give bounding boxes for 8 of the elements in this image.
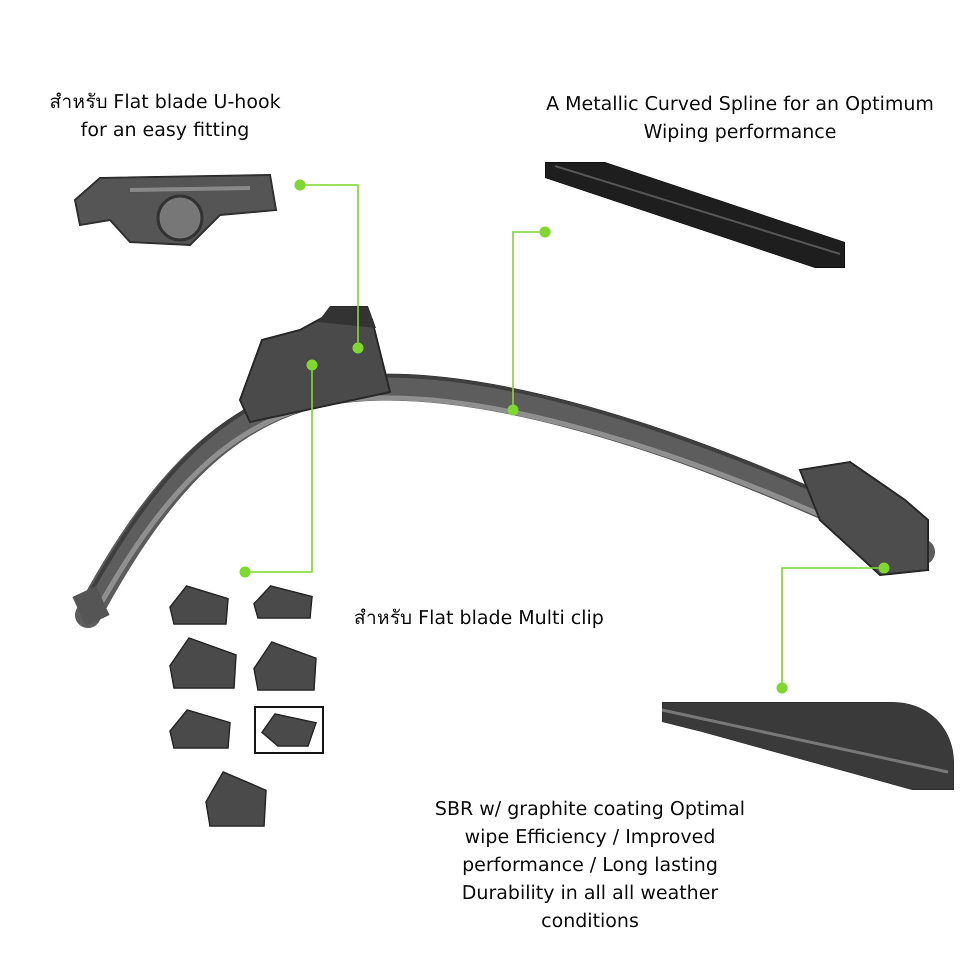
caption-text: สำหรับ Flat blade Multi clip bbox=[353, 606, 605, 631]
caption-text: สำหรับ Flat blade U-hook for an easy fitting bbox=[48, 90, 282, 143]
leader-line bbox=[240, 360, 318, 578]
leader-line bbox=[294, 180, 364, 354]
caption-text: A Metallic Curved Spline for an Optimum Wiping performance bbox=[545, 92, 935, 145]
caption-text: SBR w/ graphite coating Optimal wipe Efficiency / Improved performance / Long lasting Durability in all all weather conditions bbox=[434, 797, 746, 934]
leader-line bbox=[508, 226, 550, 416]
leader-line bbox=[776, 562, 890, 694]
